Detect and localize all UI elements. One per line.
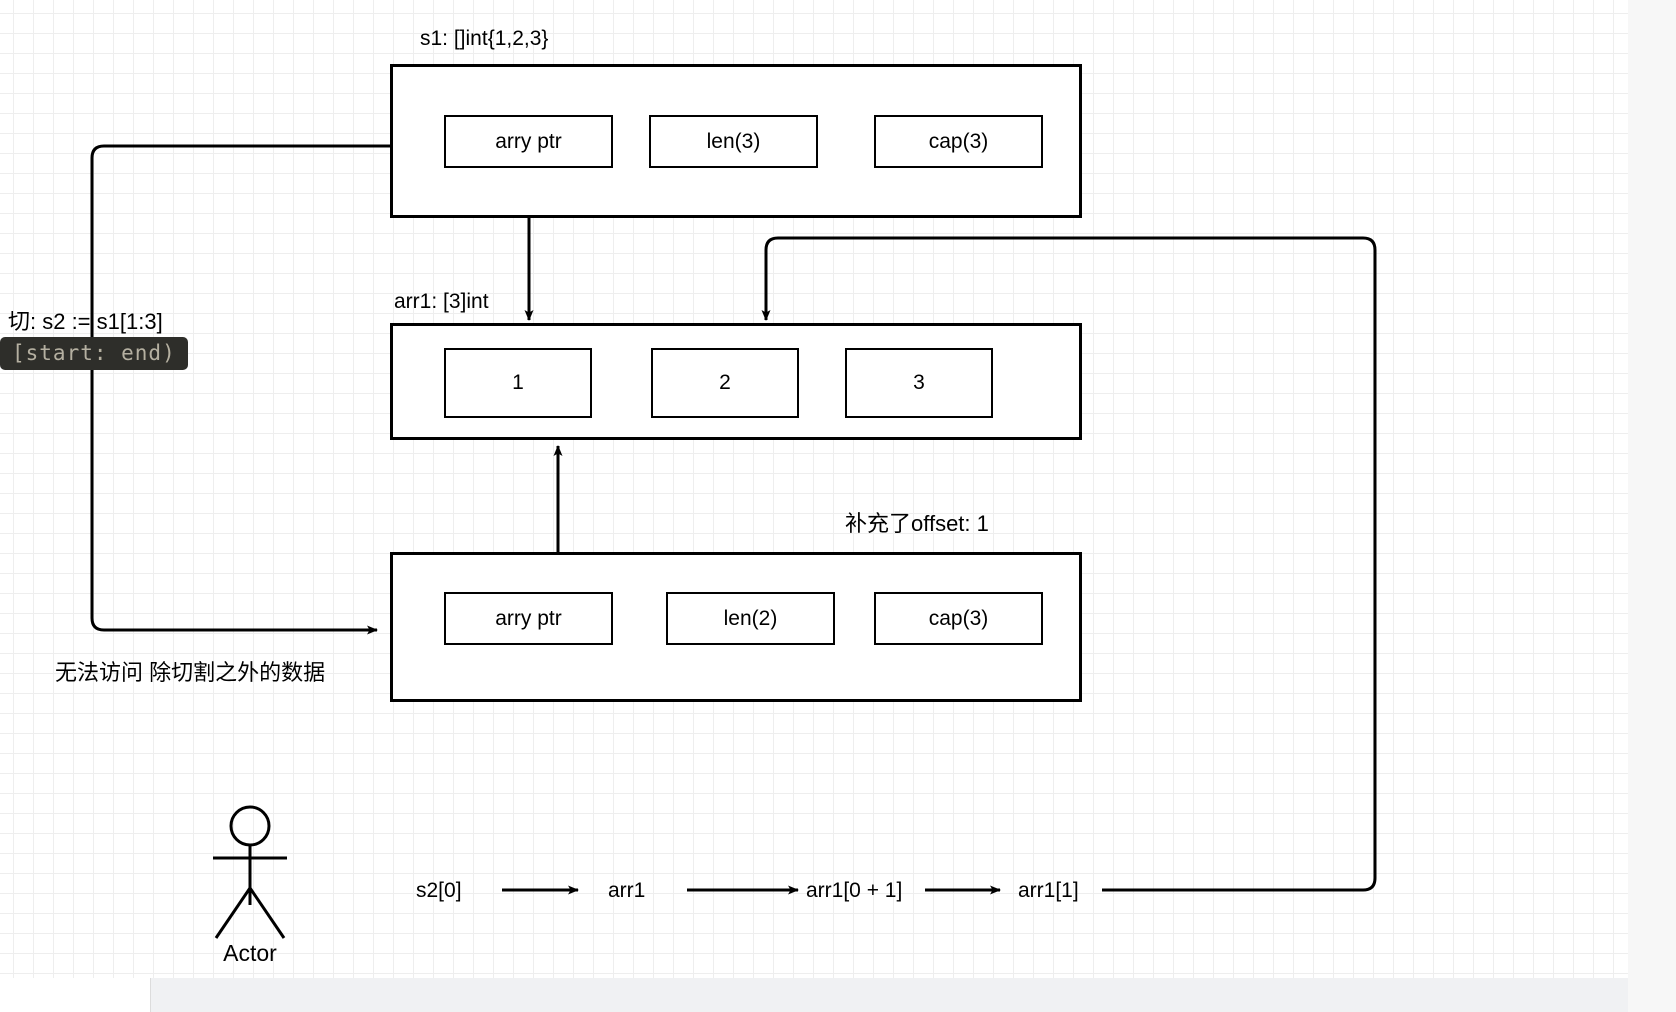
diagram-canvas[interactable]: s1: []int{1,2,3} arry ptr len(3) cap(3) …: [0, 0, 1628, 978]
chain-node-arr1-1: arr1[1]: [1018, 879, 1079, 902]
slice-note-label: 切: s2 := s1[1:3]: [8, 309, 163, 334]
chain-node-arr1: arr1: [608, 879, 646, 902]
s2-field-arry-ptr[interactable]: arry ptr: [444, 592, 613, 645]
actor-label: Actor: [223, 940, 277, 966]
scroll-corner: [0, 978, 151, 1012]
chain-node-s2-0: s2[0]: [416, 879, 462, 902]
horizontal-scroll-gutter[interactable]: [0, 978, 1628, 1012]
s2-field-len[interactable]: len(2): [666, 592, 835, 645]
arr1-title: arr1: [3]int: [394, 290, 489, 313]
vertical-scroll-gutter[interactable]: [1628, 0, 1676, 1012]
s1-field-cap[interactable]: cap(3): [874, 115, 1043, 168]
s1-field-len[interactable]: len(3): [649, 115, 818, 168]
arr1-cell-1[interactable]: 2: [651, 348, 799, 418]
chain-node-arr1-0-plus-1: arr1[0 + 1]: [806, 879, 903, 902]
s2-field-cap[interactable]: cap(3): [874, 592, 1043, 645]
offset-note: 补充了offset: 1: [845, 511, 989, 536]
wire-s1-to-s2: [90, 144, 390, 635]
s1-field-arry-ptr[interactable]: arry ptr: [444, 115, 613, 168]
s1-title: s1: []int{1,2,3}: [420, 27, 549, 50]
stick-figure-icon: [213, 805, 287, 939]
arr1-cell-2[interactable]: 3: [845, 348, 993, 418]
no-access-note: 无法访问 除切割之外的数据: [55, 660, 326, 685]
slice-range-code-chip: [start: end): [0, 337, 188, 370]
arr1-cell-0[interactable]: 1: [444, 348, 592, 418]
